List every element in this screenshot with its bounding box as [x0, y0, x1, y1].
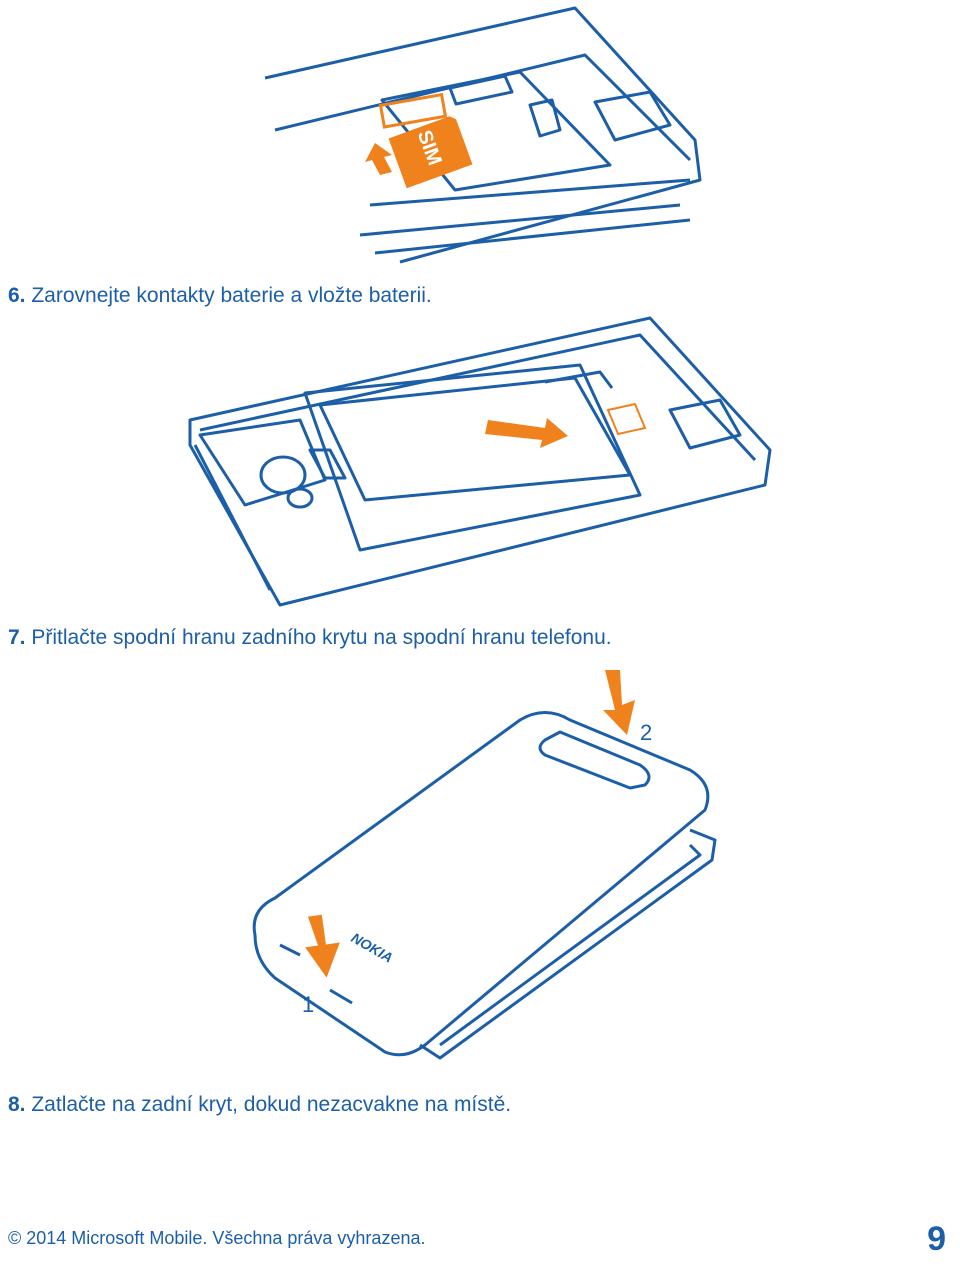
step-text: Zatlačte na zadní kryt, dokud nezacvakne…	[31, 1093, 512, 1116]
step-6: 6. Zarovnejte kontakty baterie a vložte …	[8, 283, 432, 309]
copyright-footer: © 2014 Microsoft Mobile. Všechna práva v…	[8, 1228, 426, 1248]
arrow-down-icon-2	[603, 670, 635, 735]
sim-card: SIM	[388, 116, 473, 189]
nokia-logo: NOKIA	[349, 929, 396, 965]
back-cover-illustration: 2 1 NOKIA	[252, 670, 717, 1060]
callout-1: 1	[302, 992, 314, 1017]
sim-insert-illustration: SIM	[264, 6, 702, 264]
battery-contacts-highlight	[606, 402, 647, 436]
callout-2: 2	[640, 720, 652, 745]
sim-slot-highlight	[378, 92, 448, 129]
battery-insert-illustration	[188, 316, 772, 607]
step-number: 6.	[8, 284, 26, 307]
step-8: 8. Zatlačte na zadní kryt, dokud nezacva…	[8, 1092, 511, 1118]
arrow-down-icon-1	[305, 914, 340, 978]
step-number: 7.	[8, 626, 26, 649]
step-7: 7. Přitlačte spodní hranu zadního krytu …	[8, 625, 612, 651]
arrow-up-icon	[365, 143, 392, 175]
page-number: 9	[927, 1220, 946, 1258]
step-text: Zarovnejte kontakty baterie a vložte bat…	[31, 284, 432, 307]
arrow-right-icon	[485, 418, 568, 448]
step-text: Přitlačte spodní hranu zadního krytu na …	[31, 626, 612, 649]
step-number: 8.	[8, 1093, 26, 1116]
